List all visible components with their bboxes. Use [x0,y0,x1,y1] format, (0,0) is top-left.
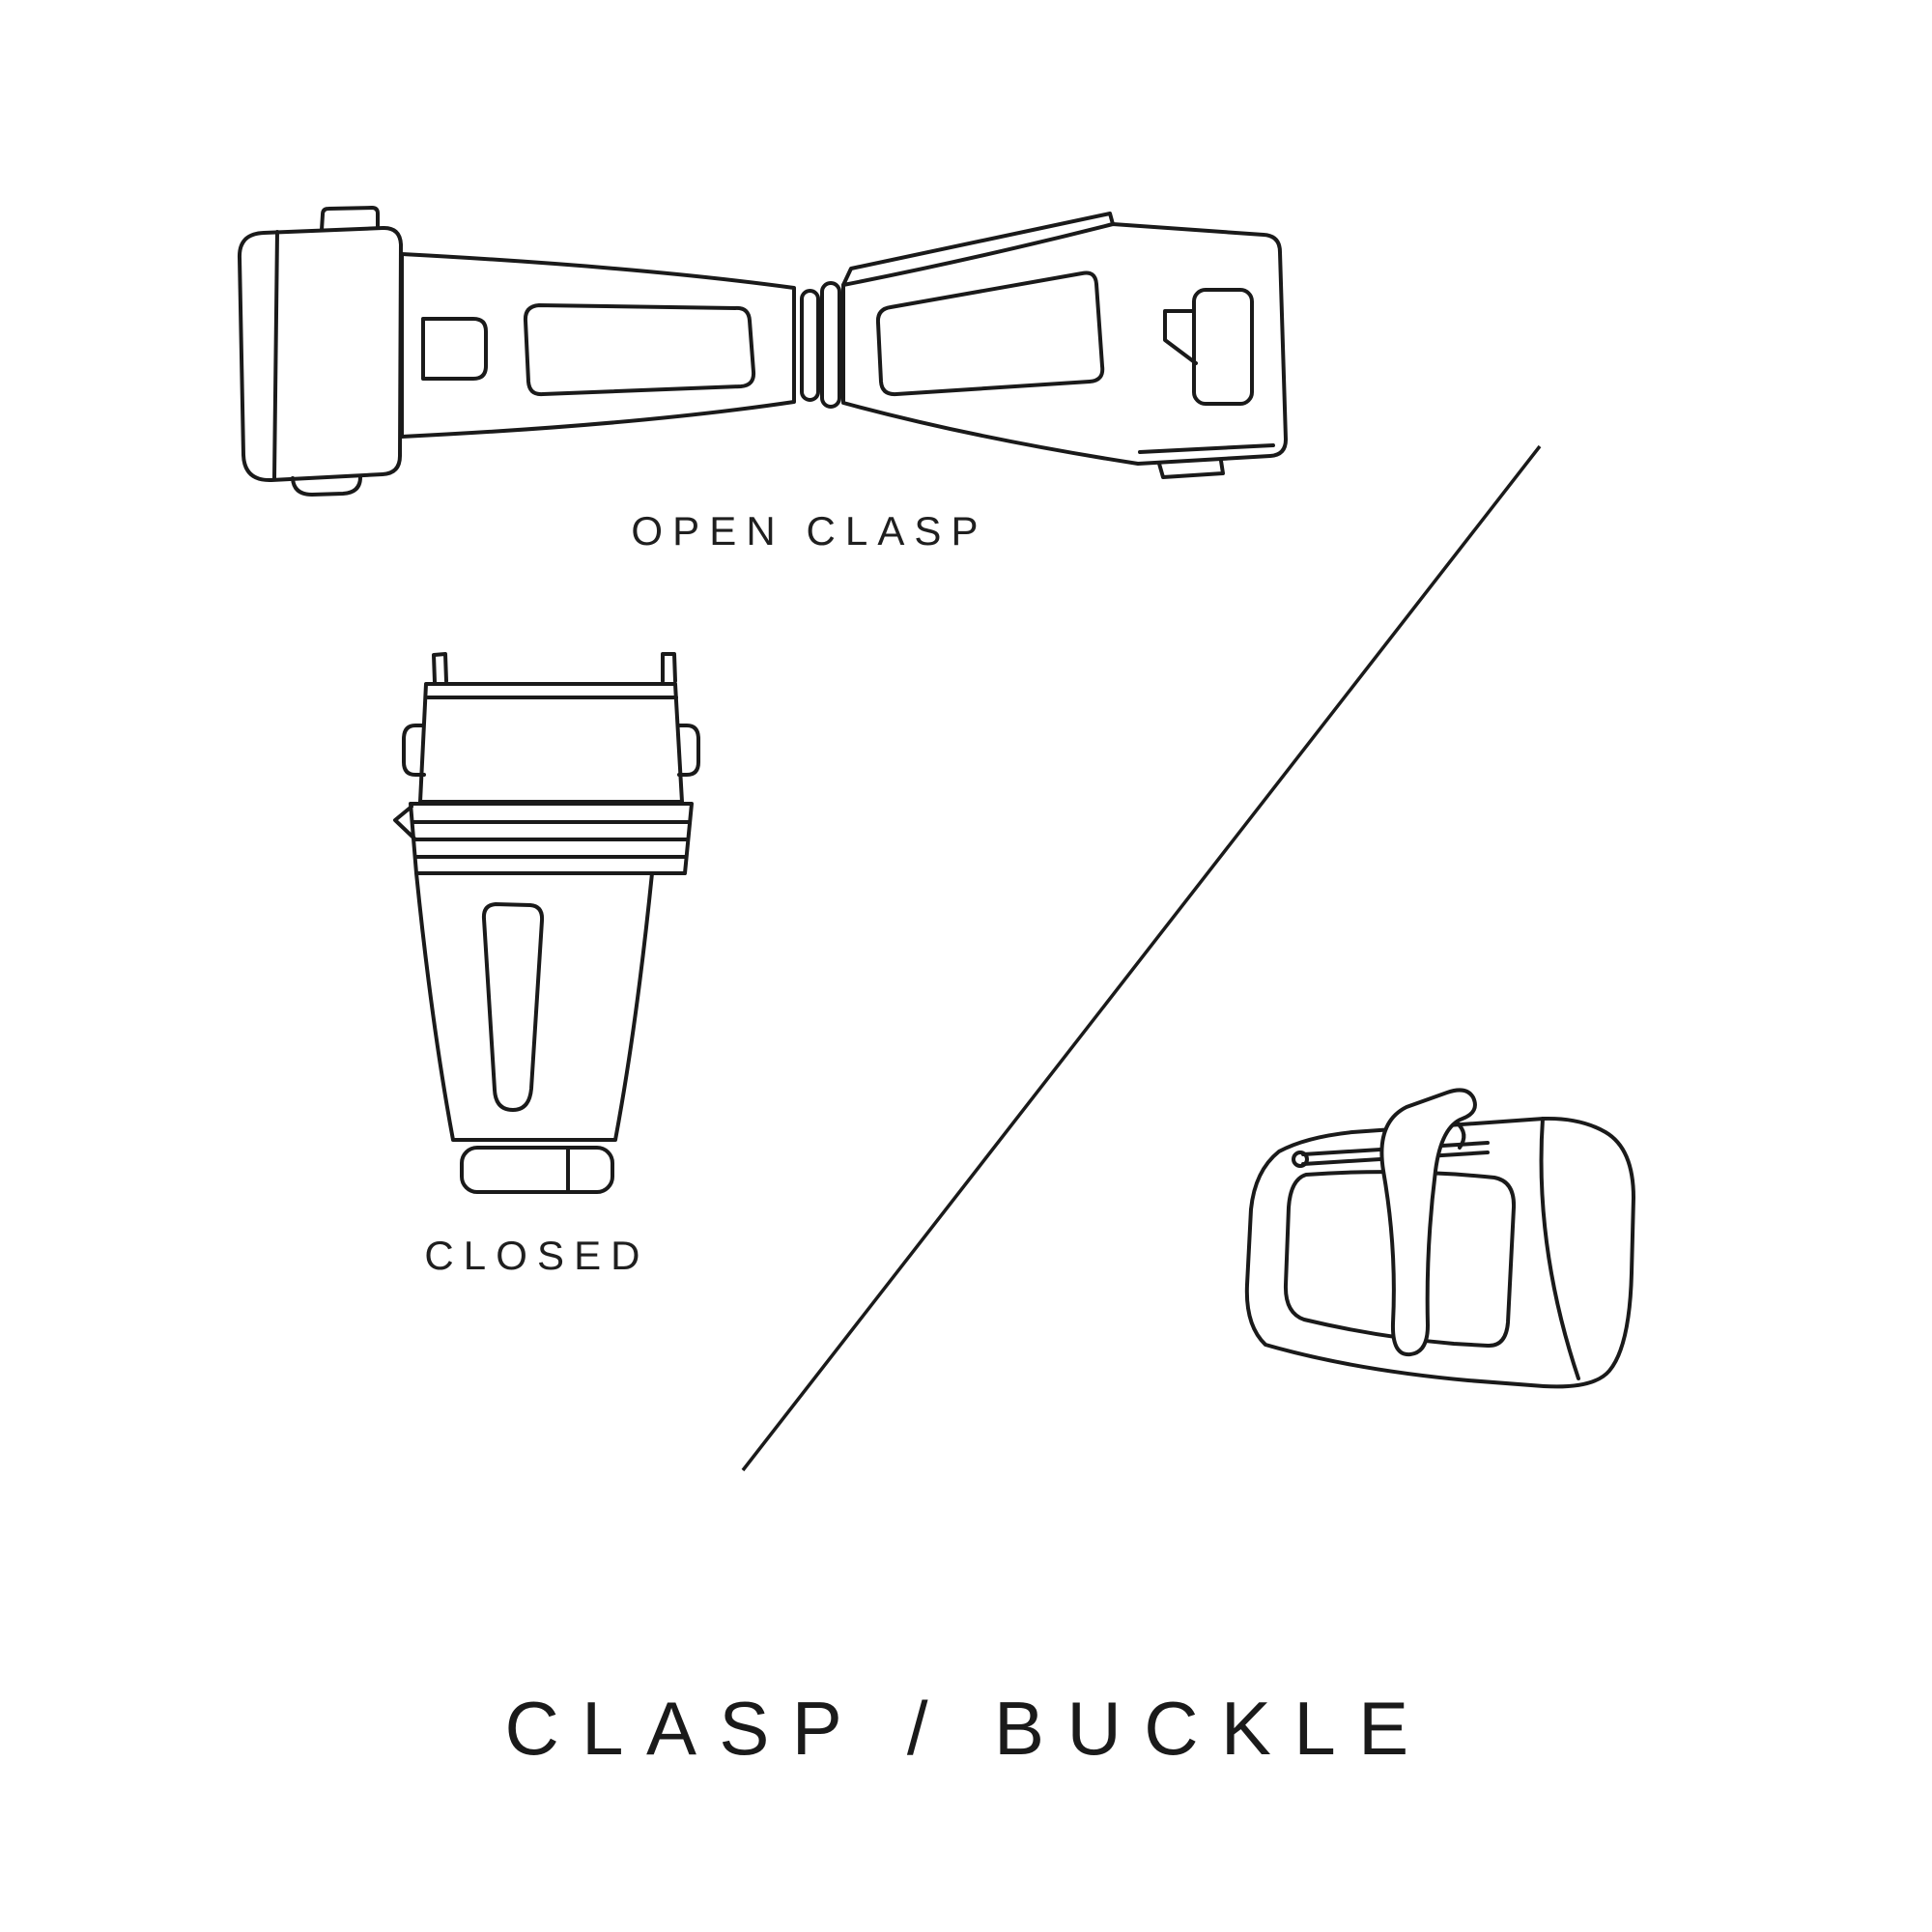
diagram-title: CLASP / BUCKLE [504,1686,1432,1771]
open-clasp-label: OPEN CLASP [631,508,988,554]
diagonal-divider [741,444,1542,1472]
closed-clasp-illustration [393,652,700,1194]
buckle-illustration [1244,1088,1635,1389]
open-clasp-illustration [237,206,1288,497]
closed-clasp-label: CLOSED [424,1233,650,1278]
